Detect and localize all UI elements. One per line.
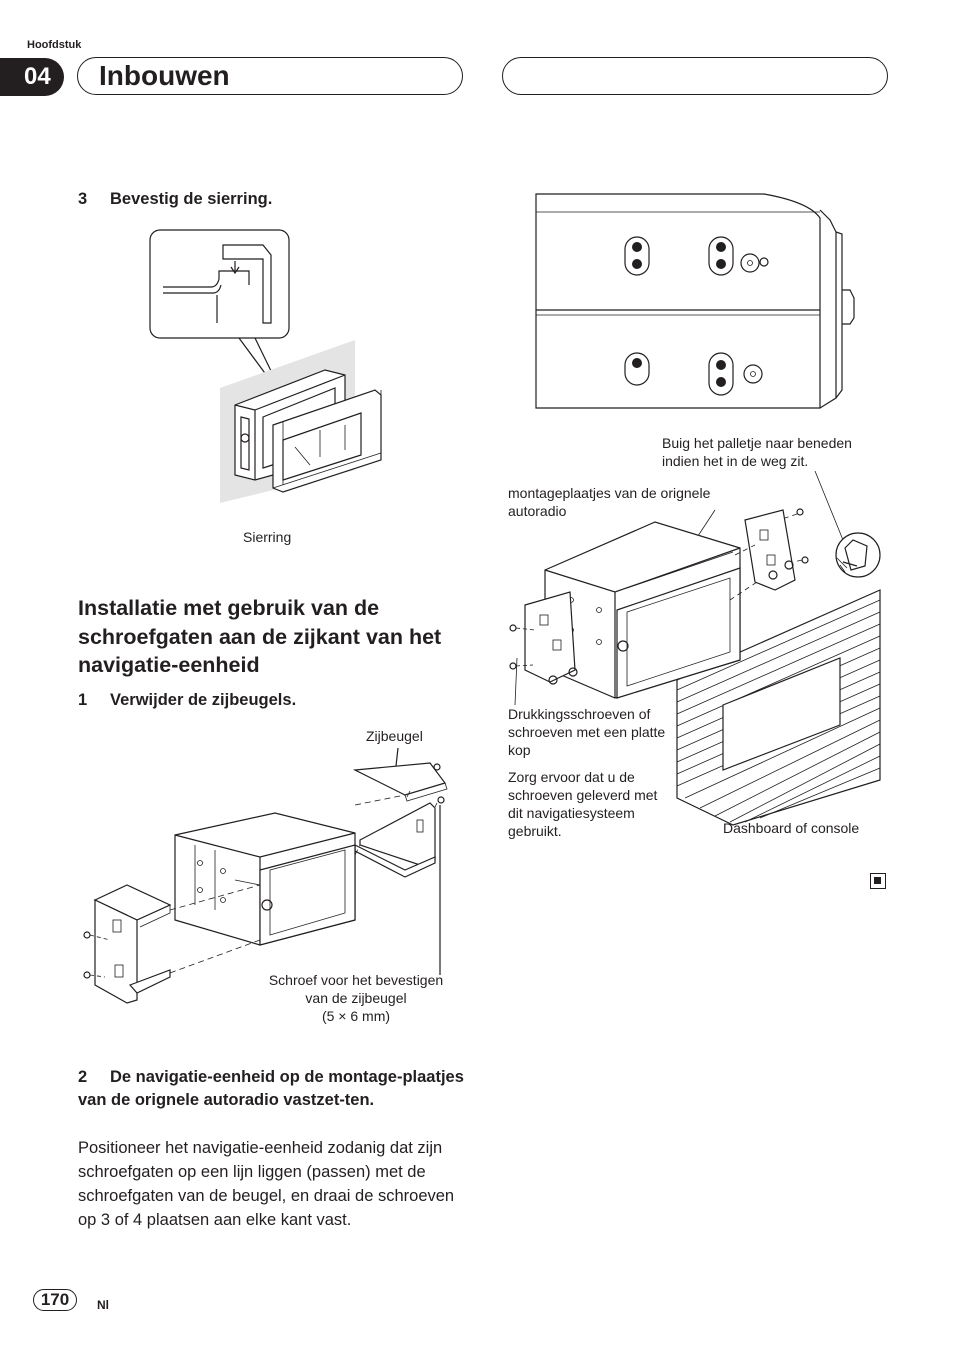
step-3-number: 3 [78, 190, 88, 208]
step-3-text: Bevestig de sierring. [110, 190, 273, 208]
unit-side-view-illustration [535, 193, 855, 409]
label-zorg-ervoor: Zorg ervoor dat u de schroeven geleverd … [508, 769, 658, 839]
label-screw-zijbeugel: Schroef voor het bevestigen van de zijbe… [236, 971, 476, 1025]
label-screw-line-3: (5 × 6 mm) [321, 1008, 391, 1024]
section-heading: Installatie met gebruik van de schroefga… [78, 596, 442, 677]
step-3-heading: 3 Bevestig de sierring. [78, 188, 272, 211]
side-bracket-illustration [83, 747, 448, 1004]
page-number: 170 [33, 1289, 77, 1311]
label-screw-line-2: van de zijbeugel [305, 990, 407, 1006]
label-screw-line-1: Schroef voor het bevestigen [268, 972, 444, 988]
step-1-heading: 1 Verwijder de zijbeugels. [78, 689, 296, 712]
header-empty-frame [502, 57, 888, 95]
chapter-label: Hoofdstuk [27, 39, 82, 51]
label-drukkingsschroeven: Drukkingsschroeven of schroeven met een … [508, 706, 666, 758]
step-2-number: 2 [78, 1068, 88, 1086]
label-montageplaatjes: montageplaatjes van de orignele autoradi… [508, 485, 711, 519]
step-1-number: 1 [78, 691, 88, 709]
dashboard-panel [676, 589, 881, 826]
label-sierring: Sierring [243, 529, 292, 545]
page-title: Inbouwen [99, 60, 230, 91]
chapter-number-badge: 04 [0, 58, 64, 96]
step-2-text: De navigatie-eenheid op de montage-plaat… [78, 1068, 464, 1109]
step-2-body: Positioneer het navigatie-eenheid zodani… [78, 1139, 455, 1229]
dashboard-install-illustration [509, 470, 881, 826]
section-end-mark [870, 873, 886, 889]
label-dashboard: Dashboard of console [723, 820, 860, 836]
label-buig: Buig het palletje naar beneden indien he… [662, 435, 852, 469]
title-frame [77, 57, 463, 95]
step-1-text: Verwijder de zijbeugels. [110, 691, 297, 709]
label-zijbeugel: Zijbeugel [366, 728, 423, 744]
language-code: Nl [97, 1298, 109, 1312]
trim-ring-illustration [149, 229, 382, 503]
